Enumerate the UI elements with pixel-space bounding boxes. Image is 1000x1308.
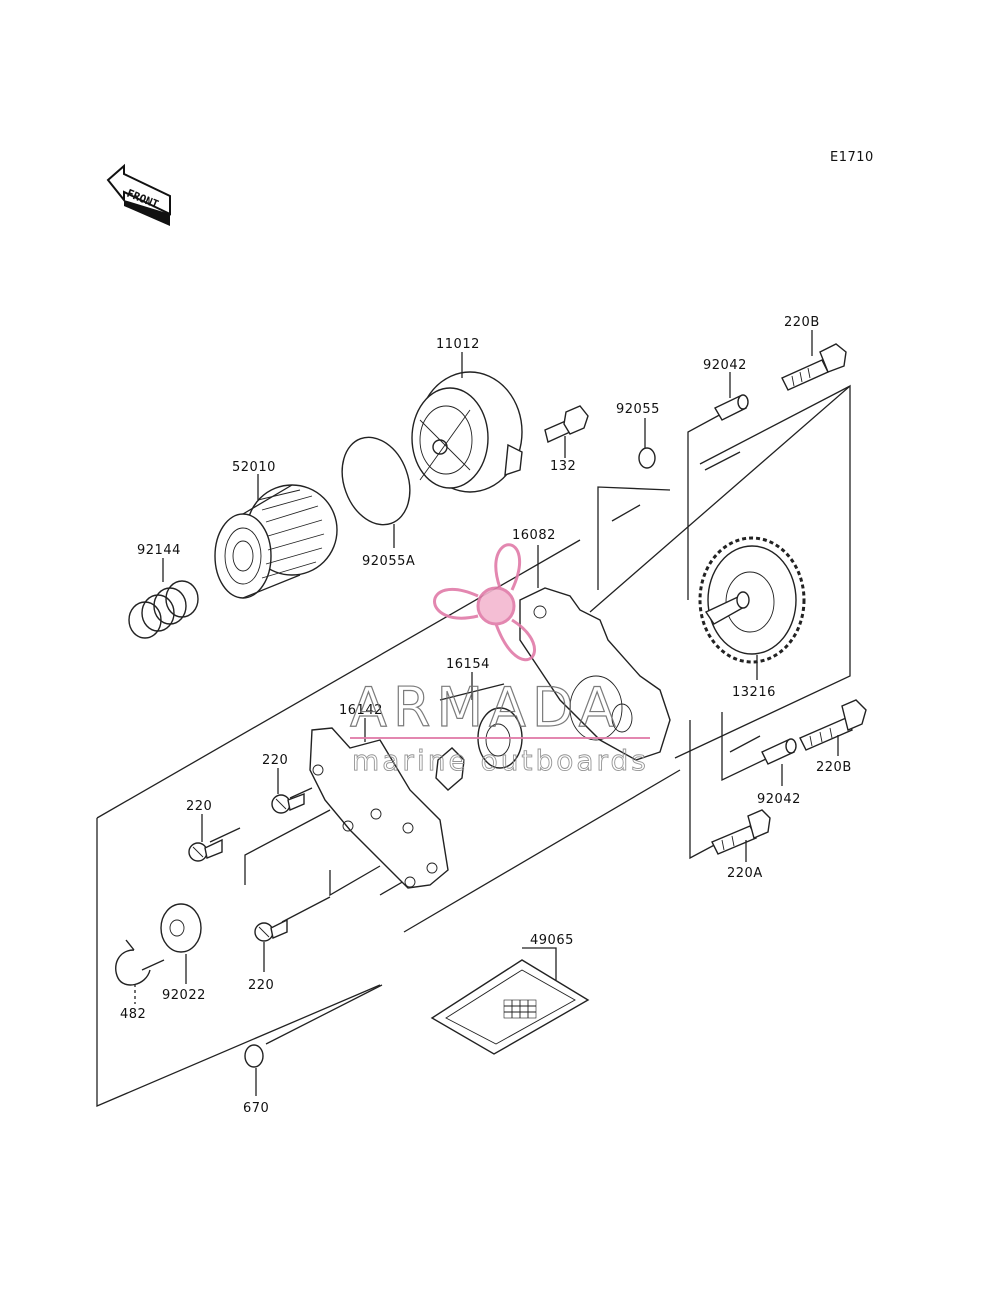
o-ring-small xyxy=(638,447,656,469)
part-label-92022[interactable]: 92022 xyxy=(162,988,206,1003)
pump-gear-part xyxy=(698,536,806,664)
part-label-482[interactable]: 482 xyxy=(120,1007,146,1022)
dowel-pin-top xyxy=(714,394,749,421)
filter-cover-part xyxy=(411,371,523,493)
oil-screen-part xyxy=(430,959,590,1055)
pump-body-part xyxy=(519,587,671,761)
watermark: ARMADA marine outboards xyxy=(349,543,650,777)
watermark-tagline: marine outboards xyxy=(352,744,649,777)
part-label-49065[interactable]: 49065 xyxy=(530,933,574,948)
bolt-220b-bottom xyxy=(799,699,867,751)
screw-220-a xyxy=(271,792,305,814)
dowel-pin-bottom xyxy=(761,738,797,765)
part-label-13216[interactable]: 13216 xyxy=(732,685,776,700)
bolt-220a-part xyxy=(711,809,771,855)
pump-cover-plate xyxy=(309,727,449,889)
o-ring-large xyxy=(341,436,411,526)
part-label-92042-bottom[interactable]: 92042 xyxy=(757,792,801,807)
part-label-92042-top[interactable]: 92042 xyxy=(703,358,747,373)
screw-220-c xyxy=(254,918,288,942)
o-ring-670 xyxy=(244,1044,264,1068)
part-label-92144[interactable]: 92144 xyxy=(137,543,181,558)
part-label-92055[interactable]: 92055 xyxy=(616,402,660,417)
part-label-11012[interactable]: 11012 xyxy=(436,337,480,352)
part-label-52010[interactable]: 52010 xyxy=(232,460,276,475)
spring-part xyxy=(128,580,199,639)
part-label-132[interactable]: 132 xyxy=(550,459,576,474)
oil-filter-part xyxy=(214,484,338,599)
diagram-code: E1710 xyxy=(830,150,874,165)
part-label-670[interactable]: 670 xyxy=(243,1101,269,1116)
part-label-220-b[interactable]: 220 xyxy=(186,799,212,814)
bolt-132-part xyxy=(544,405,589,443)
screw-220-b xyxy=(188,838,223,862)
front-arrow-icon: FRONT xyxy=(106,163,171,226)
propeller-logo-icon xyxy=(433,543,536,662)
pump-rotor-part xyxy=(435,707,523,791)
part-label-220b-bottom[interactable]: 220B xyxy=(816,760,852,775)
watermark-brand: ARMADA xyxy=(350,676,622,739)
part-label-220-a[interactable]: 220 xyxy=(262,753,288,768)
part-label-220a[interactable]: 220A xyxy=(727,866,763,881)
part-label-220-c[interactable]: 220 xyxy=(248,978,274,993)
part-label-92055a[interactable]: 92055A xyxy=(362,554,415,569)
part-label-16082[interactable]: 16082 xyxy=(512,528,556,543)
circlip-part xyxy=(115,939,151,986)
part-label-220b-top[interactable]: 220B xyxy=(784,315,820,330)
part-label-16142[interactable]: 16142 xyxy=(339,703,383,718)
part-label-16154[interactable]: 16154 xyxy=(446,657,490,672)
bolt-220b-top xyxy=(781,343,847,391)
part-labels: 11012 220B 92042 92055 132 52010 92055A … xyxy=(120,315,852,1116)
washer-part xyxy=(160,903,202,953)
